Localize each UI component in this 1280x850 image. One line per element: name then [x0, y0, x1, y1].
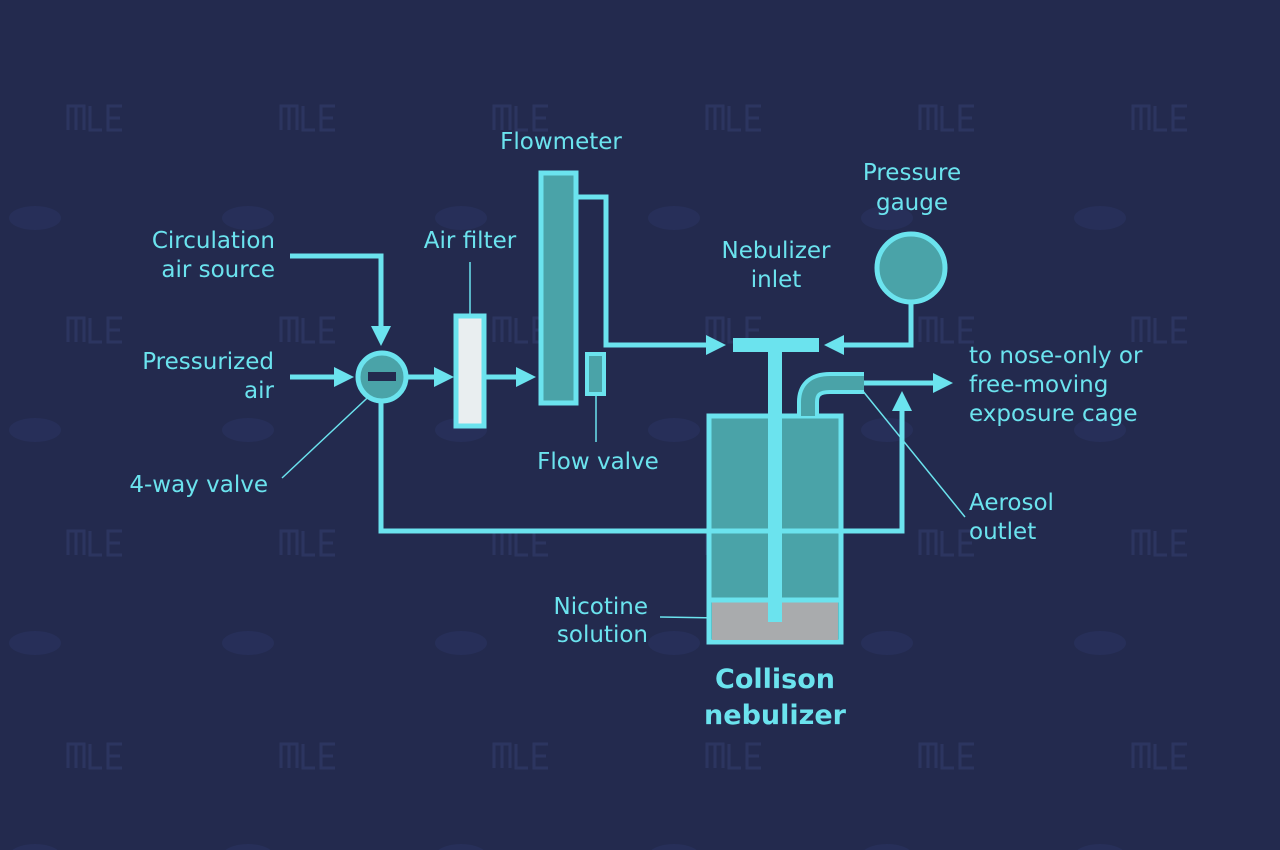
aerosol-outlet-label-1: Aerosol — [969, 490, 1054, 516]
circulation-air-line — [290, 253, 391, 346]
watermark-blob — [9, 206, 61, 230]
watermark-blob — [861, 206, 913, 230]
watermark-mark — [492, 529, 548, 557]
watermark-blob — [438, 844, 484, 850]
pressure-gauge-label-1: Pressure — [863, 160, 961, 186]
watermark-mark — [66, 316, 122, 344]
pressure-gauge — [874, 231, 948, 305]
circulation-label-2: air source — [161, 257, 275, 283]
output-label-1: to nose-only or — [969, 343, 1143, 369]
flowmeter-label: Flowmeter — [500, 129, 622, 155]
nebulizer-inlet-label-2: inlet — [751, 267, 802, 293]
watermark-mark — [705, 742, 761, 770]
watermark-mark — [492, 104, 548, 132]
watermark-blob — [435, 631, 487, 655]
watermark-blob — [648, 631, 700, 655]
watermark-mark — [918, 742, 974, 770]
watermark-blob — [222, 206, 274, 230]
flow-valve-label: Flow valve — [537, 449, 659, 475]
watermark-blob — [435, 206, 487, 230]
watermark-blob — [1074, 418, 1126, 442]
circulation-label-1: Circulation — [152, 228, 275, 254]
watermark-mark — [66, 529, 122, 557]
watermark-mark — [705, 316, 761, 344]
pressure-gauge-label-2: gauge — [876, 190, 948, 216]
nicotine-solution-label-1: Nicotine — [554, 594, 648, 620]
watermark-mark — [918, 316, 974, 344]
watermark-blob — [9, 631, 61, 655]
output-label-2: free-moving — [969, 372, 1108, 398]
watermark-mark — [705, 104, 761, 132]
watermark-mark — [279, 104, 335, 132]
watermark-mark — [492, 316, 548, 344]
watermark-blob — [1077, 844, 1123, 850]
watermark-mark — [66, 742, 122, 770]
nicotine-solution-label-2: solution — [557, 622, 648, 648]
watermark-mark — [279, 529, 335, 557]
output-label-3: exposure cage — [969, 401, 1138, 427]
watermark-blob — [864, 844, 910, 850]
gauge-to-inlet-line — [824, 302, 914, 355]
watermark-pattern — [9, 104, 1187, 850]
watermark-mark — [279, 316, 335, 344]
watermark-mark — [279, 742, 335, 770]
watermark-blob — [651, 844, 697, 850]
watermark-blob — [1074, 631, 1126, 655]
flowmeter — [538, 170, 579, 406]
watermark-mark — [918, 529, 974, 557]
watermark-blob — [222, 418, 274, 442]
aerosol-outlet — [797, 372, 864, 416]
flow-valve — [585, 352, 606, 396]
watermark-blob — [222, 631, 274, 655]
outlet-leader — [857, 384, 966, 518]
return-loop-line — [378, 391, 912, 534]
watermark-mark — [1131, 316, 1187, 344]
nebulizer-inlet-label-1: Nebulizer — [722, 238, 832, 264]
watermark-mark — [1131, 742, 1187, 770]
valve-label: 4-way valve — [129, 472, 268, 498]
aerosol-outlet-label-2: outlet — [969, 519, 1036, 545]
watermark-blob — [648, 418, 700, 442]
watermark-blob — [648, 206, 700, 230]
air-filter — [453, 313, 487, 429]
pressurized-label-1: Pressurized — [142, 349, 274, 375]
valve-leader — [281, 385, 381, 479]
nebulizer-inlet — [733, 338, 819, 352]
watermark-mark — [1131, 529, 1187, 557]
diagram-title-2: nebulizer — [704, 700, 847, 731]
diagram-title-1: Collison — [715, 664, 835, 695]
watermark-blob — [225, 844, 271, 850]
watermark-blob — [861, 631, 913, 655]
flowmeter-to-inlet-line — [576, 194, 726, 355]
inlet-tube — [768, 352, 782, 622]
watermark-mark — [1131, 104, 1187, 132]
four-way-valve — [355, 350, 409, 404]
air-filter-label: Air filter — [424, 228, 517, 254]
watermark-blob — [1074, 206, 1126, 230]
watermark-blob — [9, 418, 61, 442]
watermark-blob — [12, 844, 58, 850]
watermark-mark — [492, 742, 548, 770]
watermark-mark — [66, 104, 122, 132]
watermark-mark — [918, 104, 974, 132]
pressurized-label-2: air — [244, 378, 274, 404]
